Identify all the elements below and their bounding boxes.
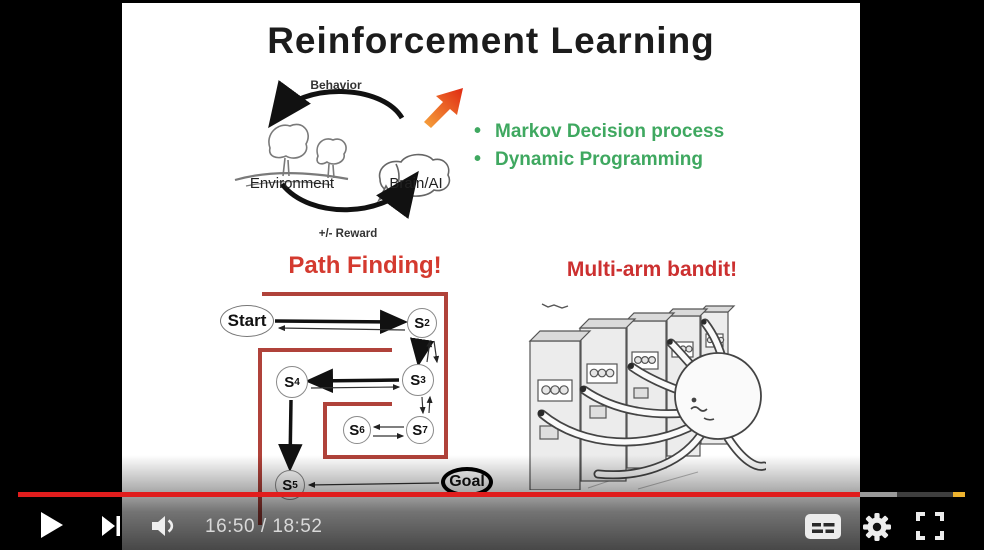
cycle-label-reward: +/- Reward [318,228,378,240]
settings-button[interactable] [862,512,892,545]
node-start: Start [220,305,274,337]
progress-played [18,492,860,497]
play-icon [41,512,63,538]
progress-buffered [860,492,897,497]
fullscreen-button[interactable] [916,512,944,543]
rl-cycle-drawing [234,79,463,220]
play-button[interactable] [40,511,64,542]
settings-icon [863,513,891,541]
rl-cycle-diagram: Behavior Environment Brain/AI +/- Reward [230,76,475,248]
next-button[interactable] [102,516,121,539]
top-letterbox [0,0,984,3]
volume-button[interactable] [150,513,176,542]
time-display: 16:50 / 18:52 [205,516,323,537]
multi-arm-bandit-title: Multi-arm bandit! [566,258,738,281]
path-finding-title: Path Finding! [288,252,442,279]
slide-title: Reinforcement Learning [267,20,715,61]
cycle-label-environment: Environment [249,175,335,192]
cycle-label-brain-ai: Brain/AI [389,175,443,192]
progress-bar[interactable] [0,492,984,497]
cycle-label-behavior: Behavior [310,78,362,92]
bullet-list: Markov Decision process Dynamic Programm… [474,120,804,176]
bullet-item: Dynamic Programming [474,148,804,171]
volume-icon [152,516,174,536]
next-icon [102,516,120,536]
subtitles-button[interactable] [805,514,841,543]
progress-ad-marker [953,492,965,497]
bullet-item: Markov Decision process [474,120,804,143]
progress-track [897,492,953,497]
fullscreen-icon [916,512,944,540]
pointer-arrow-icon [424,88,463,128]
subtitles-icon [805,514,841,539]
